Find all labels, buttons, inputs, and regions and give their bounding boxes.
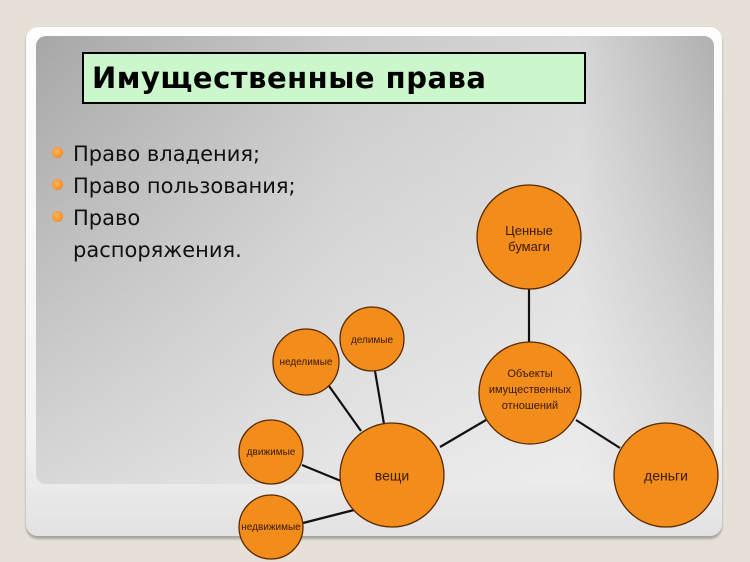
node-things [339, 422, 445, 528]
bullet-text: Право владения; [73, 142, 261, 166]
bullet-dot-icon [52, 147, 63, 158]
label-indivisible: неделимые [279, 356, 333, 368]
diagram-nodes [238, 184, 719, 560]
slide-panel [36, 36, 714, 484]
node-indivisible [272, 328, 340, 396]
label-securities: Ценные бумаги [505, 222, 553, 254]
bullet-dot-icon [52, 211, 63, 222]
edge-things-immovable [302, 508, 355, 525]
label-immovable: недвижимые [241, 521, 301, 533]
node-securities [476, 184, 582, 290]
bullet-text: Право распоряжения. [73, 206, 242, 262]
node-immovable [238, 494, 304, 560]
slide-title: Имущественные права [92, 61, 487, 95]
edge-things-movable [301, 463, 342, 483]
edge-objects-money [575, 419, 621, 449]
label-divisible: делимые [350, 334, 394, 346]
bullet-item: Право пользования; [50, 170, 370, 202]
node-divisible [339, 306, 405, 372]
bullet-item: Право владения; [50, 138, 370, 170]
bullet-text: Право пользования; [73, 174, 296, 198]
edge-things-divisible [373, 370, 386, 425]
label-objects: Объекты имущественных отношений [488, 368, 572, 412]
label-movable: движимые [246, 446, 296, 458]
node-objects [478, 341, 582, 445]
node-money [613, 422, 719, 528]
edge-things-indivisible [328, 385, 362, 432]
node-movable [238, 419, 304, 485]
title-box: Имущественные права [82, 52, 586, 104]
label-things: вещи [374, 467, 410, 484]
bullet-item: Право распоряжения. [50, 202, 303, 266]
label-money: деньги [644, 467, 688, 484]
diagram-edges [301, 289, 621, 525]
bullet-list: Право владения; Право пользования; Право… [50, 138, 370, 266]
bullet-dot-icon [52, 179, 63, 190]
edge-objects-things [439, 419, 487, 448]
